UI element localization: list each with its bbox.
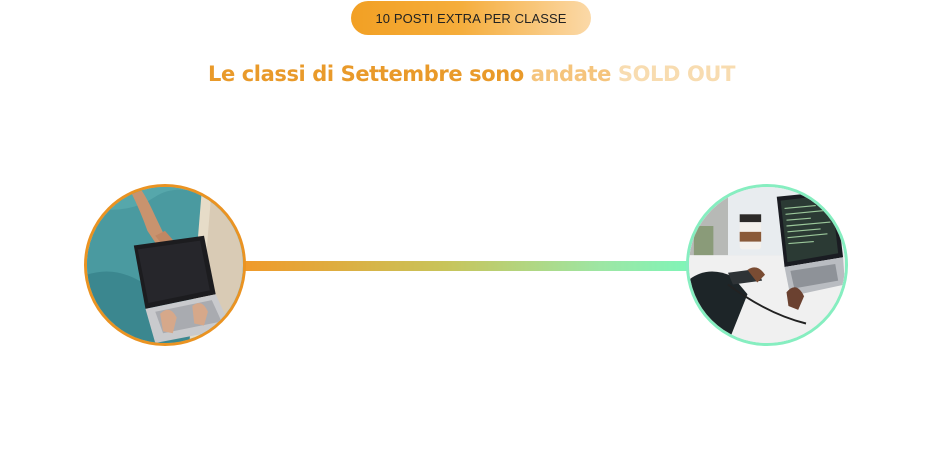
headline-part-1: Le classi di Settembre sono (208, 62, 531, 86)
extra-seats-badge: 10 POSTI EXTRA PER CLASSE (351, 1, 591, 35)
headline-part-3: SOLD OUT (617, 62, 736, 86)
laptop-pool-photo (84, 184, 246, 346)
laptop-coding-photo (686, 184, 848, 346)
sold-out-headline: Le classi di Settembre sono andate SOLD … (0, 62, 943, 86)
headline-part-2: andate (530, 62, 618, 86)
laptop-coding-desk-photo-illustration (689, 187, 845, 343)
extra-seats-label: 10 POSTI EXTRA PER CLASSE (375, 10, 567, 26)
laptop-by-pool-photo-illustration (87, 187, 243, 343)
connector-gradient-line (245, 261, 690, 271)
